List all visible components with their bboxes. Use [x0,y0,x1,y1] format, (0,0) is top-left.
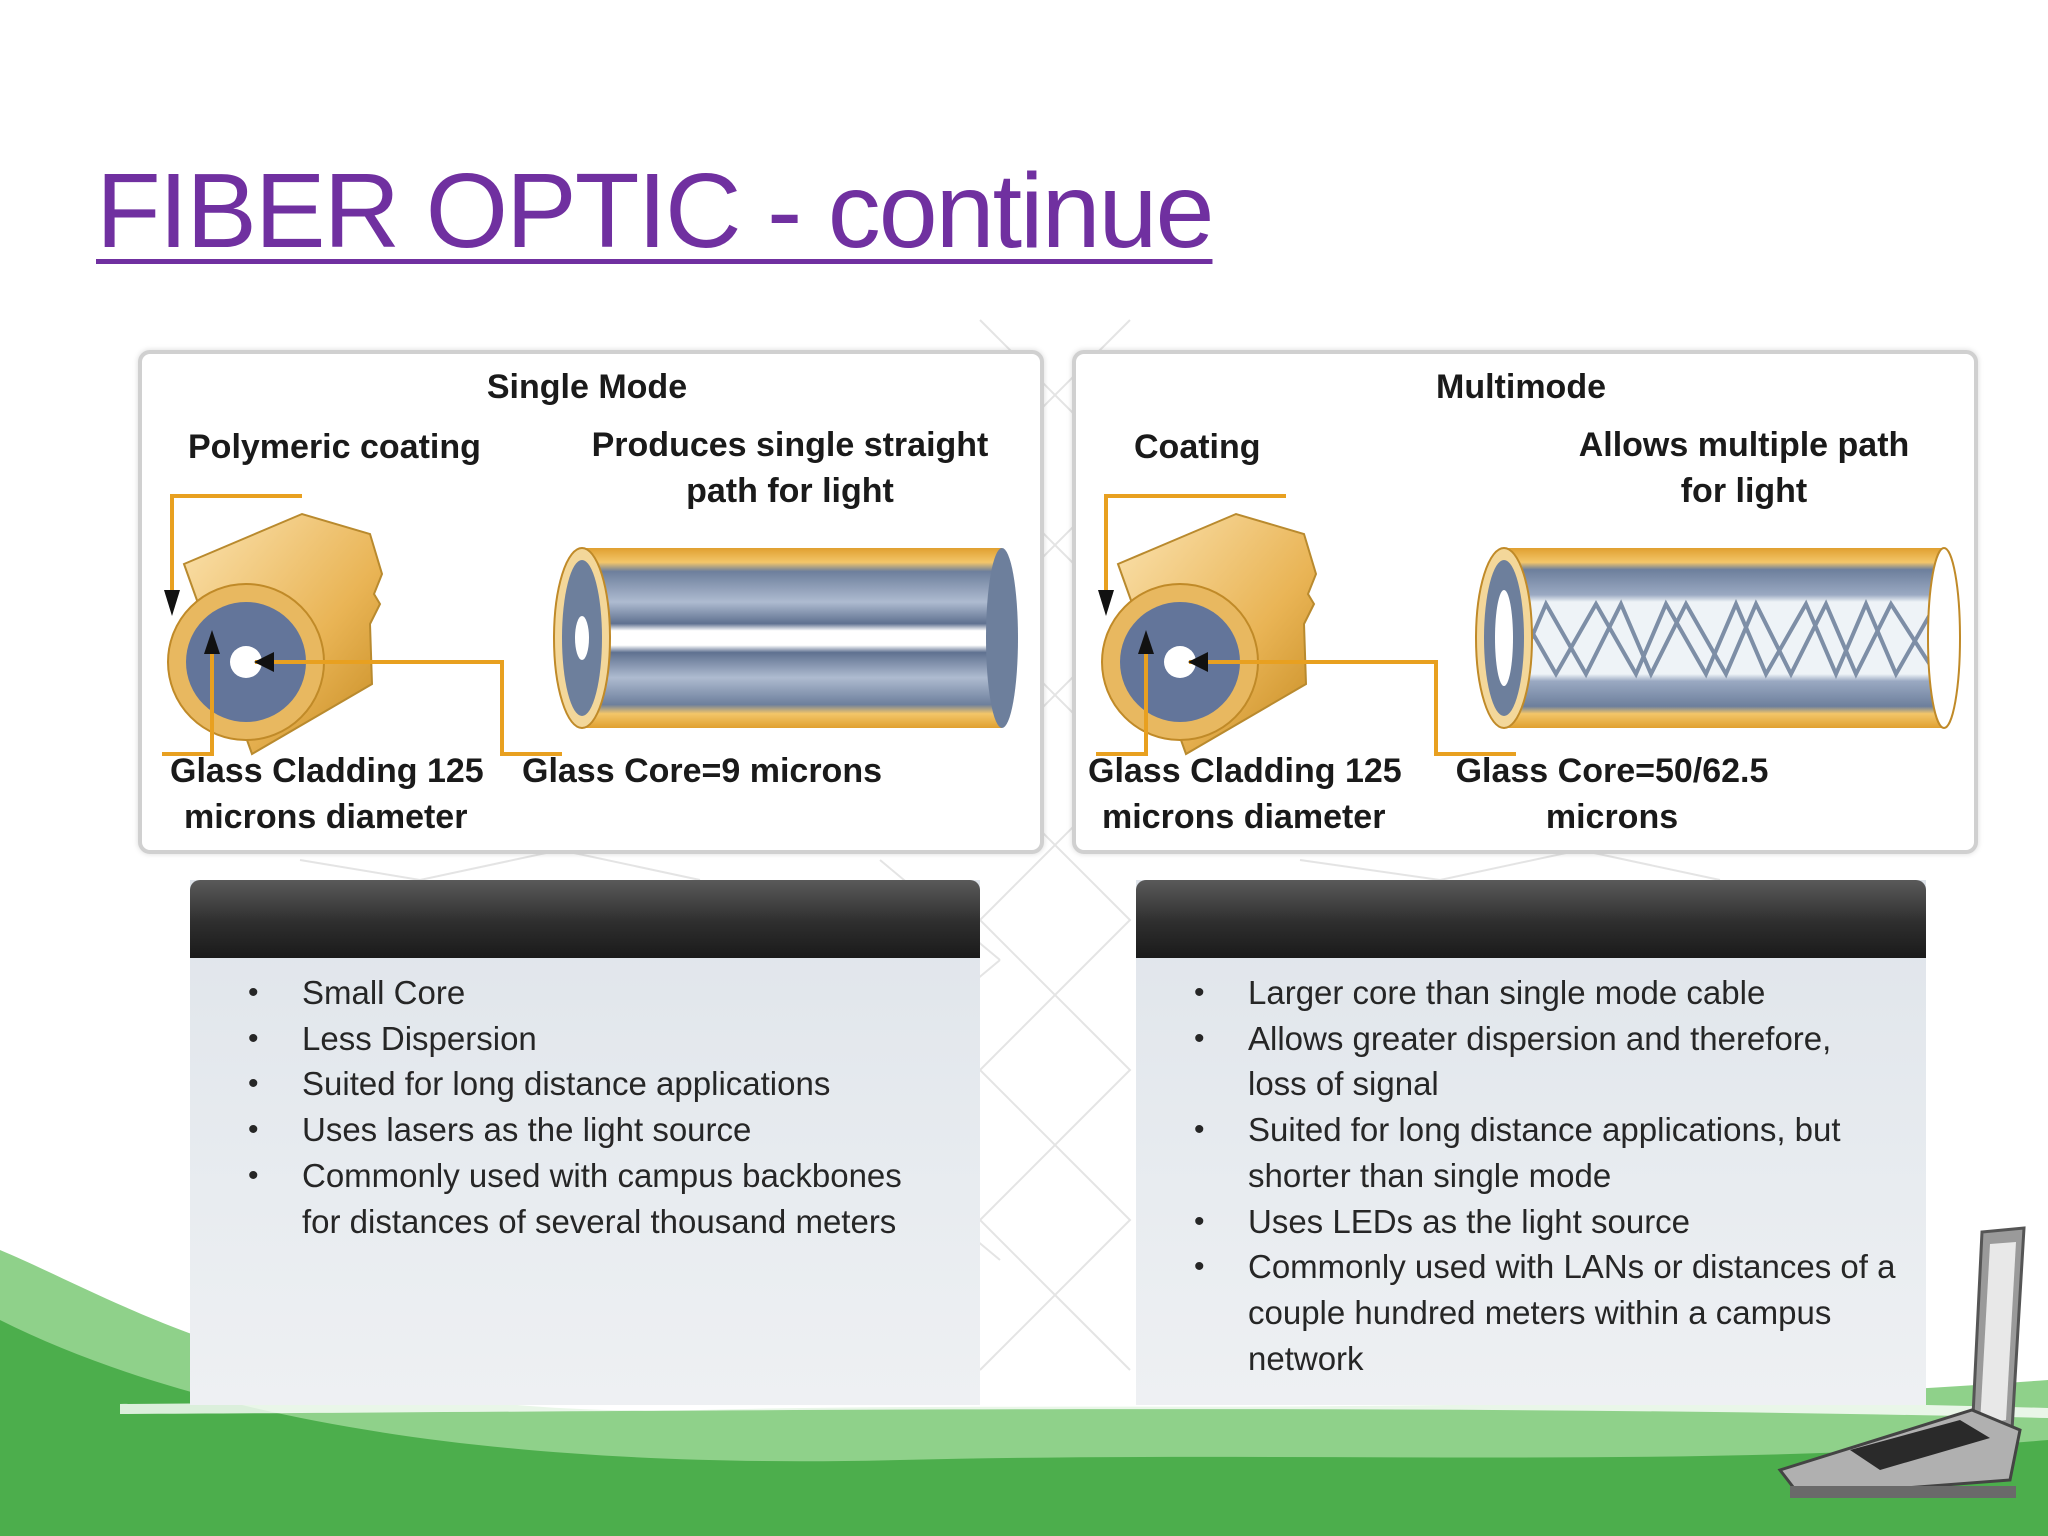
multimode-info-box: Larger core than single mode cable Allow… [1136,880,1926,1405]
multi-cladding-label-line1: Glass Cladding 125 [1088,752,1402,790]
single-cladding-label-line1: Glass Cladding 125 [170,752,484,790]
single-mode-diagram-panel: Single Mode Polymeric coating Produces s… [138,350,1044,854]
single-cladding-label-line2: microns diameter [184,798,468,836]
multimode-diagram-panel: Multimode Coating Allows multiple path f… [1072,350,1978,854]
slide-title: FIBER OPTIC - continue [96,152,1214,270]
multi-path-label-line2: for light [1680,472,1808,510]
list-item: Allows greater dispersion and therefore,… [1194,1016,1868,1107]
multimode-illustration [1096,494,1961,756]
single-path-label-line1: Produces single straight [591,426,989,464]
laptop-icon [1777,1226,2026,1498]
multimode-info-header [1136,880,1926,958]
green-wave-front [0,1320,2048,1536]
single-mode-heading: Single Mode [486,368,688,406]
single-mode-info-header [190,880,980,958]
multi-core-label-line1: Glass Core=50/62.5 [1455,752,1769,790]
single-path-label-line2: path for light [686,472,894,510]
list-item: Commonly used with LANs or distances of … [1194,1244,1898,1381]
list-item: Less Dispersion [248,1016,968,1062]
list-item: Uses lasers as the light source [248,1107,968,1153]
list-item: Small Core [248,970,968,1016]
polymeric-coating-label: Polymeric coating [188,428,481,466]
multimode-bullet-list: Larger core than single mode cable Allow… [1194,970,1914,1381]
list-item: Uses LEDs as the light source [1194,1199,1914,1245]
multimode-heading: Multimode [1436,368,1606,406]
single-mode-illustration [162,494,1018,756]
multi-path-label-line1: Allows multiple path [1578,426,1910,464]
single-core-label: Glass Core=9 microns [522,752,883,790]
list-item: Commonly used with campus backbones for … [248,1153,902,1244]
list-item: Suited for long distance applications [248,1061,968,1107]
coating-label: Coating [1134,428,1261,466]
multi-cladding-label-line2: microns diameter [1102,798,1386,836]
single-mode-info-box: Small Core Less Dispersion Suited for lo… [190,880,980,1405]
list-item: Larger core than single mode cable [1194,970,1914,1016]
multi-core-label-line2: microns [1545,798,1679,836]
list-item: Suited for long distance applications, b… [1194,1107,1868,1198]
single-mode-bullet-list: Small Core Less Dispersion Suited for lo… [248,970,968,1244]
